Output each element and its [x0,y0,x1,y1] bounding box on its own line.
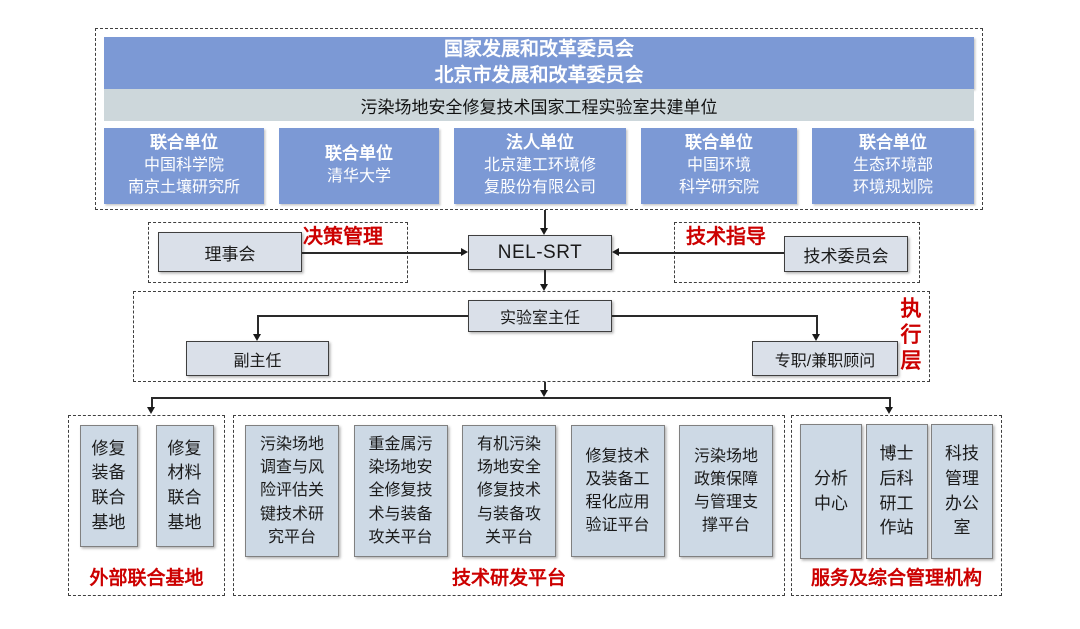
unit-role: 法人单位 [506,133,574,153]
analysis-center-box: 分析中心 [800,424,862,559]
organic-pollution-platform-box: 有机污染场地安全修复技术与装备攻关平台 [462,425,556,557]
connector-executive-down [544,382,546,391]
connector-council-to-nelsrt [302,252,461,254]
unit-role: 联合单位 [325,144,393,164]
external-bases-section: 修复装备联合基地 修复材料联合基地 外部联合基地 [68,415,225,596]
connector-to-deputy [257,315,259,335]
connector-director-left [257,315,468,317]
unit-craes: 联合单位 中国环境 科学研究院 [641,128,797,204]
arrow-down-icon [147,407,155,414]
connector-to-services [889,397,891,407]
governing-bodies-header: 国家发展和改革委员会 北京市发展和改革委员会 [104,37,974,89]
external-bases-row: 修复装备联合基地 修复材料联合基地 [69,425,224,547]
unit-tsinghua: 联合单位 清华大学 [279,128,439,204]
site-survey-platform-box: 污染场地调查与风险评估关键技术研究平台 [245,425,339,557]
equipment-base-box: 修复装备联合基地 [79,425,138,547]
sci-tech-office-box: 科技管理办公室 [931,424,993,559]
rd-platforms-label: 技术研发平台 [451,568,566,589]
deputy-director-box: 副主任 [186,341,329,376]
council-box: 理事会 [158,232,302,272]
nel-srt-box: NEL-SRT [468,235,612,270]
tech-committee-box: 技术委员会 [784,236,908,272]
connector-to-advisor [816,315,818,335]
external-bases-label: 外部联合基地 [89,568,204,589]
executive-layer-label: 执行层 [898,297,921,375]
technical-guidance-label: 技术指导 [686,226,766,248]
policy-support-platform-box: 污染场地政策保障与管理支撑平台 [679,425,773,557]
unit-bceer-legal-entity: 法人单位 北京建工环境修 复股份有限公司 [454,128,626,204]
governing-body-line2: 北京市发展和改革委员会 [434,65,644,86]
unit-role: 联合单位 [859,133,927,153]
connector-fanout-horizontal [151,397,890,399]
connector-committee-to-nelsrt [619,252,784,254]
materials-base-box: 修复材料联合基地 [155,425,214,547]
service-management-section: 分析中心 博士后科研工作站 科技管理办公室 服务及综合管理机构 [791,415,1002,596]
arrow-right-icon [461,248,468,256]
advisor-box: 专职/兼职顾问 [752,341,898,376]
connector-to-bases [151,397,153,407]
connector-director-right [612,315,817,317]
unit-name: 生态环境部 环境规划院 [852,157,933,197]
rd-platforms-section: 污染场地调查与风险评估关键技术研究平台 重金属污染场地安全修复技术与装备攻关平台… [233,415,785,596]
postdoc-station-box: 博士后科研工作站 [865,424,928,559]
connector-nelsrt-to-executive [544,270,546,284]
arrow-down-icon [540,284,548,291]
unit-cas-nanjing-soil: 联合单位 中国科学院 南京土壤研究所 [104,128,264,204]
unit-role: 联合单位 [150,133,218,153]
executive-layer-group [133,291,930,382]
arrow-down-icon [540,228,548,235]
arrow-left-icon [612,248,619,256]
lab-director-box: 实验室主任 [468,300,612,332]
unit-mee-planning-institute: 联合单位 生态环境部 环境规划院 [812,128,974,204]
arrow-down-icon [812,334,820,341]
arrow-down-icon [885,407,893,414]
unit-name: 清华大学 [326,168,391,186]
connector-top-to-nelsrt [544,210,546,228]
heavy-metal-platform-box: 重金属污染场地安全修复技术与装备攻关平台 [353,425,448,557]
decision-management-label: 决策管理 [303,226,383,248]
unit-name: 中国环境 科学研究院 [678,157,759,197]
arrow-down-icon [253,334,261,341]
top-governance-group: 国家发展和改革委员会 北京市发展和改革委员会 污染场地安全修复技术国家工程实验室… [95,28,983,210]
service-management-label: 服务及综合管理机构 [810,568,982,589]
unit-name: 北京建工环境修 复股份有限公司 [483,157,596,197]
co-builder-units-row: 联合单位 中国科学院 南京土壤研究所 联合单位 清华大学 法人单位 北京建工环境… [104,128,974,204]
governing-body-line1: 国家发展和改革委员会 [443,39,634,61]
unit-name: 中国科学院 南京土壤研究所 [127,157,240,197]
unit-role: 联合单位 [685,133,753,153]
arrow-down-icon [540,390,548,397]
service-management-row: 分析中心 博士后科研工作站 科技管理办公室 [792,424,1001,559]
engineering-application-platform-box: 修复技术及装备工程化应用验证平台 [570,425,665,557]
lab-co-builders-subtitle: 污染场地安全修复技术国家工程实验室共建单位 [104,89,974,121]
rd-platforms-row: 污染场地调查与风险评估关键技术研究平台 重金属污染场地安全修复技术与装备攻关平台… [234,425,784,557]
